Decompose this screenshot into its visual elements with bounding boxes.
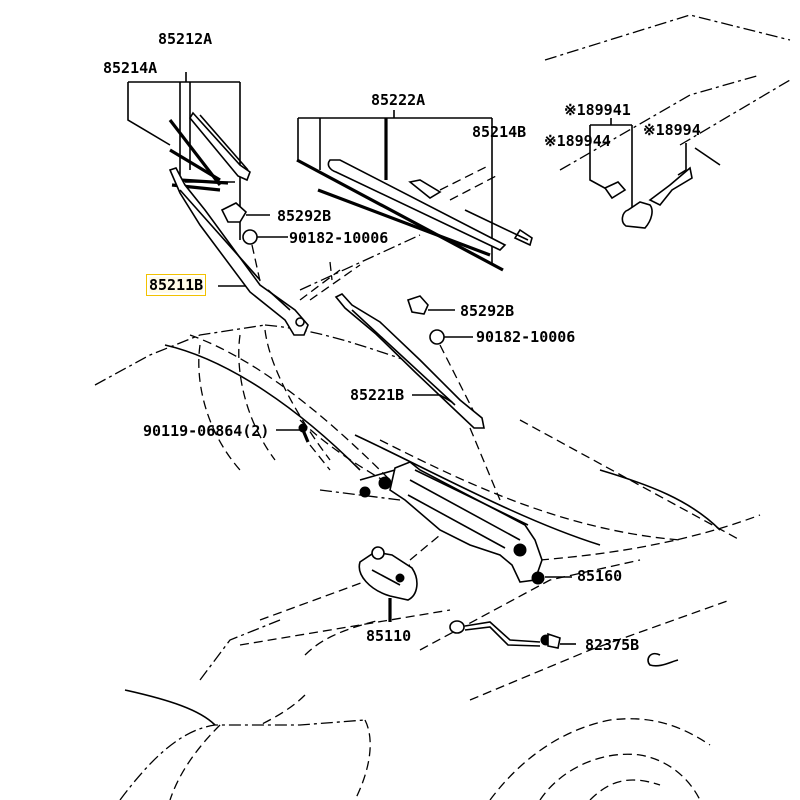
label-85214B: 85214B [472,123,527,141]
label-82375B: 82375B [585,636,640,654]
label-85214A: 85214A [103,59,158,77]
label-189941: ※189941 [564,101,631,119]
label-85160: 85160 [577,567,623,585]
label-18994x: ※18994 [643,121,701,139]
label-85222A: 85222A [371,91,426,109]
label-90182-10006-upper: 90182-10006 [289,229,389,247]
label-90119-06864: 90119-06864(2) [143,422,270,440]
cap-nut-parts [220,202,479,421]
label-85292B-upper: 85292B [277,207,332,225]
label-85292B-lower: 85292B [460,302,515,320]
wiper-linkage [359,461,572,585]
washer-nozzle-parts [589,118,721,229]
label-90182-10006-lower: 90182-10006 [476,328,576,346]
label-85110: 85110 [366,627,412,645]
label-189944: ※189944 [544,132,611,150]
label-85212A: 85212A [158,30,213,48]
front-wiper-blade [168,111,251,192]
wiper-motor [358,534,441,622]
label-85211B-highlighted[interactable]: 85211B [145,274,207,296]
front-wiper-arm [168,167,341,336]
bolt-part [276,423,331,471]
rear-wiper-blade [296,158,533,272]
washer-hose [449,620,576,649]
rear-wiper-arm [334,293,501,501]
label-85221B: 85221B [350,386,405,404]
